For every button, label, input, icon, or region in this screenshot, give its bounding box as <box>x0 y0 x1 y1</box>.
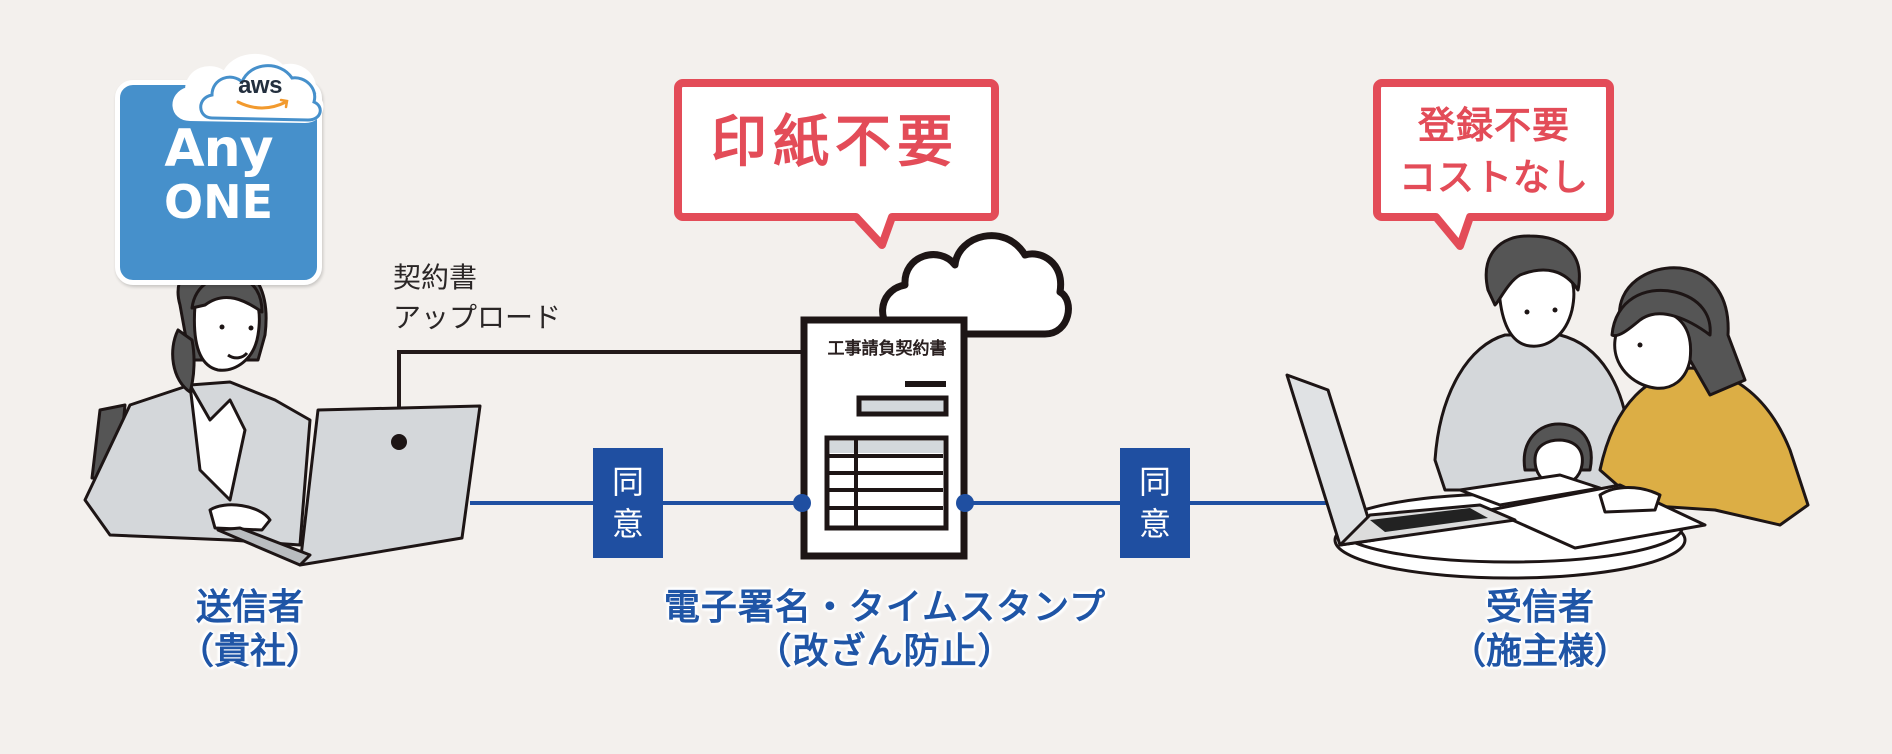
logo-line2: ONE <box>163 175 274 229</box>
signature-timestamp-label: 電子署名・タイムスタンプ （改ざん防止） <box>650 586 1120 674</box>
receiver-label: 受信者 （施主様） <box>1450 586 1630 674</box>
connector-dot-right <box>956 494 974 512</box>
receiver-label-line1: 受信者 <box>1485 587 1594 628</box>
upload-label-line2: アップロード <box>393 301 562 334</box>
upload-label: 契約書 アップロード <box>393 258 561 338</box>
agree-left-char1: 同 <box>611 463 644 501</box>
signature-label-line1: 電子署名・タイムスタンプ <box>663 587 1107 628</box>
logo-text: Any ONE <box>115 120 322 226</box>
no-stamp-duty-callout: 印紙不要 <box>711 110 959 175</box>
aws-label: aws <box>238 72 282 99</box>
sender-label-line1: 送信者 <box>195 587 304 628</box>
laptop-upload-dot <box>391 434 407 450</box>
agree-left-char2: 意 <box>611 505 644 543</box>
agree-badge-left: 同 意 <box>593 448 663 558</box>
logo-line1: Any <box>164 119 273 179</box>
signature-label-line2: （改ざん防止） <box>755 631 1015 672</box>
speech-bubble-center <box>674 79 999 249</box>
no-registration-line1: 登録不要 <box>1418 104 1570 147</box>
sender-label-line2: （貴社） <box>177 631 322 672</box>
agree-right-char1: 同 <box>1138 463 1171 501</box>
document-title: 工事請負契約書 <box>827 339 947 359</box>
cloud-icon <box>879 232 1072 338</box>
no-registration-callout: 登録不要 コストなし <box>1380 100 1608 204</box>
receiver-label-line2: （施主様） <box>1450 631 1631 672</box>
upload-label-line1: 契約書 <box>393 261 478 294</box>
connector-dot-left <box>793 494 811 512</box>
agree-right-char2: 意 <box>1138 505 1171 543</box>
laptop-icon <box>216 404 482 567</box>
family-receiver-illustration <box>1287 236 1810 580</box>
speech-bubble-right <box>1373 79 1614 250</box>
no-registration-line2: コストなし <box>1399 156 1589 199</box>
document-icon <box>800 316 968 560</box>
person-sender-illustration <box>83 259 312 547</box>
sender-label: 送信者 （貴社） <box>160 586 340 674</box>
agree-badge-right: 同 意 <box>1120 448 1190 558</box>
